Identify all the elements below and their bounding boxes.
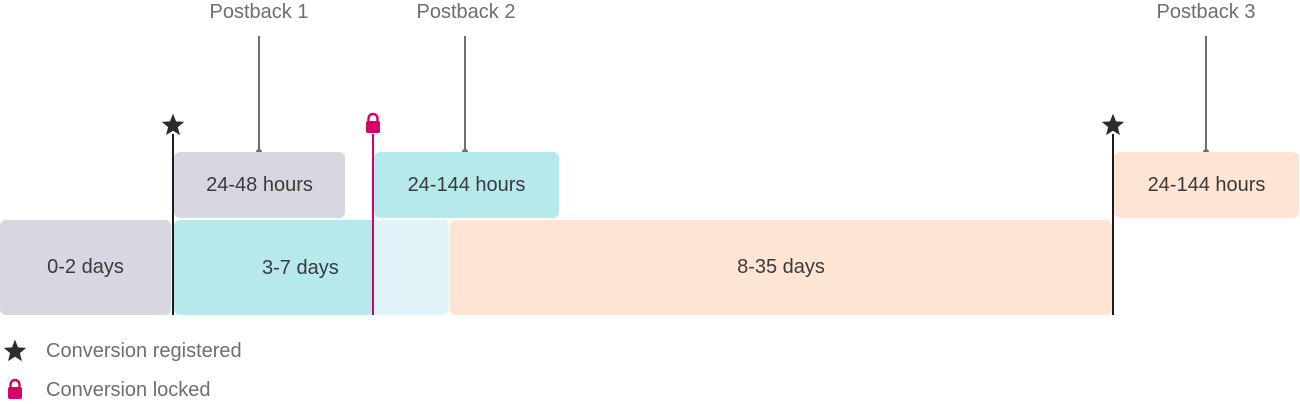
star-icon bbox=[1101, 113, 1125, 136]
postback-1-connector bbox=[258, 36, 260, 152]
lock-icon bbox=[8, 378, 22, 399]
legend-locked-label: Conversion locked bbox=[46, 379, 211, 401]
postback-3-window: 24-144 hours bbox=[1114, 152, 1299, 218]
period-8-35-days: 8-35 days bbox=[450, 220, 1112, 315]
star-icon bbox=[3, 339, 27, 362]
registered-marker-line-1 bbox=[172, 134, 174, 315]
period-3-7-days-bar bbox=[174, 220, 374, 315]
period-3-7-days-tail bbox=[374, 220, 449, 315]
star-icon bbox=[161, 113, 185, 136]
postback-2-connector bbox=[464, 36, 466, 152]
period-0-2-days: 0-2 days bbox=[0, 220, 171, 315]
registered-marker-line-2 bbox=[1112, 134, 1114, 315]
postback-3-label: Postback 3 bbox=[1156, 1, 1256, 23]
postback-1-window: 24-48 hours bbox=[174, 152, 345, 218]
lock-icon bbox=[366, 112, 380, 133]
locked-marker-line bbox=[372, 134, 374, 315]
period-3-7-days-label: 3-7 days bbox=[262, 257, 339, 279]
postback-2-label: Postback 2 bbox=[416, 1, 516, 23]
postback-1-label: Postback 1 bbox=[209, 1, 309, 23]
postback-3-connector bbox=[1205, 36, 1207, 152]
postback-2-window: 24-144 hours bbox=[374, 152, 559, 218]
legend-registered-label: Conversion registered bbox=[46, 340, 242, 362]
